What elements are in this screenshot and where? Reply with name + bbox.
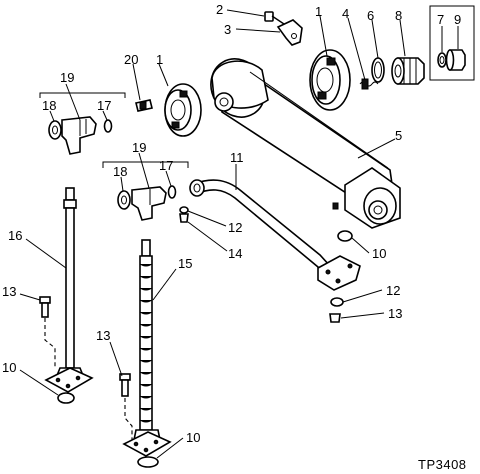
callout-3: 3 xyxy=(224,22,231,37)
callout-8: 8 xyxy=(395,8,402,23)
part-20-fitting xyxy=(135,99,153,112)
callout-19-middle: 19 xyxy=(132,140,146,155)
callout-14: 14 xyxy=(228,246,242,261)
callout-10-left: 10 xyxy=(2,360,16,375)
callout-17-upper: 17 xyxy=(97,98,111,113)
callout-4: 4 xyxy=(342,6,349,21)
part-1-gland-left xyxy=(164,83,202,137)
part-6-o-ring xyxy=(371,57,385,83)
callout-5: 5 xyxy=(395,128,402,143)
part-13-bolt-middle xyxy=(119,373,133,440)
callout-1-left: 1 xyxy=(156,52,163,67)
callout-18-middle: 18 xyxy=(113,164,127,179)
callout-10-bottom: 10 xyxy=(186,430,200,445)
callout-20: 20 xyxy=(124,52,138,67)
parts-7-9-kit-box xyxy=(429,5,475,81)
part-15-threaded-rod xyxy=(122,239,172,457)
part-16-rod xyxy=(44,187,94,393)
fitting-group-middle xyxy=(102,161,189,221)
callout-7: 7 xyxy=(437,12,444,27)
part-11-tube xyxy=(189,179,361,291)
fitting-group-upper-left xyxy=(39,92,126,155)
part-8-nut xyxy=(391,57,425,85)
part-13-bolt-left xyxy=(39,296,56,368)
callout-12-lower: 12 xyxy=(386,283,400,298)
callout-12-upper: 12 xyxy=(228,220,242,235)
callout-13-left: 13 xyxy=(2,284,16,299)
reference-code: TP3408 xyxy=(418,457,467,472)
callout-19-upper: 19 xyxy=(60,70,74,85)
callout-6: 6 xyxy=(367,8,374,23)
part-5-cylinder xyxy=(210,58,401,229)
callout-15: 15 xyxy=(178,256,192,271)
part-1-gland-top xyxy=(309,49,351,111)
part-3-bracket xyxy=(276,19,303,46)
callout-13-right: 13 xyxy=(388,306,402,321)
part-10-o-ring-right xyxy=(337,230,353,242)
callout-1-top: 1 xyxy=(315,4,322,19)
callout-10-right: 10 xyxy=(372,246,386,261)
callout-numbers: 2 3 1 4 6 8 7 9 5 20 1 19 18 17 19 18 17… xyxy=(2,2,467,472)
part-2-bolt xyxy=(264,11,285,25)
part-10-o-ring-bottom xyxy=(137,456,159,468)
callout-17-middle: 17 xyxy=(159,158,173,173)
callout-13-middle: 13 xyxy=(96,328,110,343)
callout-18-upper: 18 xyxy=(42,98,56,113)
part-12-14-bolt xyxy=(179,206,189,223)
callout-9: 9 xyxy=(454,12,461,27)
leader-lines xyxy=(19,9,459,459)
part-12-13-fasteners-right xyxy=(329,297,344,323)
callout-16: 16 xyxy=(8,228,22,243)
part-10-o-ring-left xyxy=(57,392,75,404)
callout-11: 11 xyxy=(230,150,244,165)
callout-2: 2 xyxy=(216,2,223,17)
